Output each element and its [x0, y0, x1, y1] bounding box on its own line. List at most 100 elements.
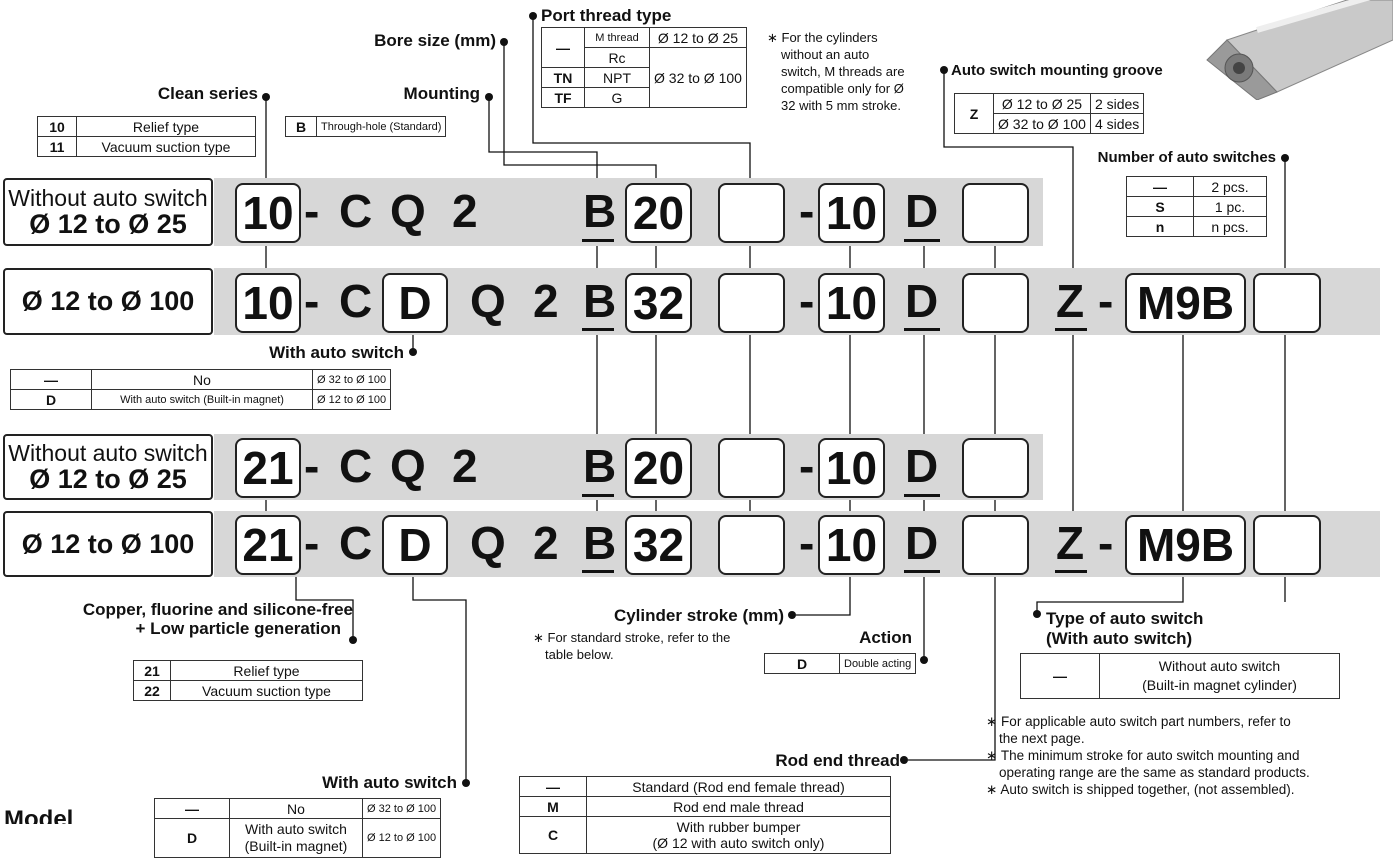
- row-1-port-box: [718, 183, 785, 243]
- row-3-dash: -: [304, 443, 319, 489]
- dot-clean: [262, 93, 270, 101]
- groove-code-z: Z: [955, 94, 994, 134]
- dot-port: [529, 12, 537, 20]
- ws2-range-large: Ø 32 to Ø 100: [363, 799, 441, 819]
- row-3-mount-underline: [582, 494, 614, 497]
- row-2-dash-2: -: [799, 278, 814, 324]
- stroke-note: ∗ For standard stroke, refer to the tabl…: [533, 629, 730, 663]
- row-1-rod-box: [962, 183, 1029, 243]
- num-code-dash: —: [1127, 177, 1194, 197]
- copper-code-21: 21: [134, 661, 171, 681]
- ws1-code-dash: —: [11, 370, 92, 390]
- dot-switch-type: [1033, 610, 1041, 618]
- row-3-label: Without auto switch Ø 12 to Ø 25: [3, 434, 213, 500]
- rod-bumper-line1: With rubber bumper: [591, 819, 886, 835]
- rod-code-m: M: [520, 797, 587, 817]
- copper-desc-21: Relief type: [171, 661, 363, 681]
- ws2-range-full: Ø 12 to Ø 100: [363, 819, 441, 858]
- groove-table: Z Ø 12 to Ø 25 2 sides Ø 32 to Ø 100 4 s…: [954, 93, 1144, 134]
- row-2-label: Ø 12 to Ø 100: [3, 268, 213, 335]
- dot-rod: [900, 756, 908, 764]
- switch-note-3: ∗ The minimum stroke for auto switch mou…: [986, 747, 1391, 764]
- switch-type-table: — Without auto switch (Built-in magnet c…: [1020, 653, 1340, 699]
- row-4-label: Ø 12 to Ø 100: [3, 511, 213, 577]
- num-code-s: S: [1127, 197, 1194, 217]
- dot-stroke: [788, 611, 796, 619]
- row-4-dash-2: -: [799, 520, 814, 566]
- groove-sides-4: 4 sides: [1090, 114, 1143, 134]
- row-1-2: 2: [452, 188, 478, 234]
- row-2-rod-box: [962, 273, 1029, 333]
- port-thread-note: ∗ For the cylinders without an auto swit…: [767, 29, 937, 114]
- port-code-dash: —: [542, 28, 585, 68]
- row-3-prefix-box: 21: [235, 438, 301, 498]
- dot-with-switch-2: [462, 779, 470, 787]
- mount-desc-b: Through-hole (Standard): [317, 117, 446, 137]
- row-3-q: Q: [390, 443, 426, 489]
- rod-bumper: With rubber bumper (Ø 12 with auto switc…: [587, 817, 891, 854]
- row-2-groove: Z: [1056, 278, 1084, 324]
- rod-code-dash: —: [520, 777, 587, 797]
- dot-num: [1281, 154, 1289, 162]
- row-2-switch-box: M9B: [1125, 273, 1246, 333]
- row-1-label: Without auto switch Ø 12 to Ø 25: [3, 178, 213, 246]
- port-note-line-2: without an auto: [767, 46, 937, 63]
- copper-free-title: Copper, fluorine and silicone-free + Low…: [6, 600, 353, 638]
- row-1-prefix-box: 10: [235, 183, 301, 243]
- row-3-label-line2: Ø 12 to Ø 25: [29, 465, 187, 493]
- row-3-c: C: [339, 443, 372, 489]
- num-code-n: n: [1127, 217, 1194, 237]
- groove-sides-2: 2 sides: [1090, 94, 1143, 114]
- row-2-action-underline: [904, 328, 940, 331]
- row-2-action: D: [905, 278, 938, 324]
- row-1-mount-underline: [582, 239, 614, 242]
- groove-title: Auto switch mounting groove: [951, 62, 1163, 79]
- row-4-mount: B: [583, 520, 616, 566]
- row-4-switch-box: M9B: [1125, 515, 1246, 575]
- ws1-code-d: D: [11, 390, 92, 410]
- row-4-switch-d-box: D: [382, 515, 448, 575]
- stroke-title: Cylinder stroke (mm): [614, 606, 784, 626]
- switch-note-4: operating range are the same as standard…: [986, 764, 1391, 781]
- with-switch-2-title: With auto switch: [322, 773, 457, 793]
- action-title: Action: [859, 628, 912, 648]
- footer-partial-heading: Model: [4, 808, 73, 824]
- copper-desc-22: Vacuum suction type: [171, 681, 363, 701]
- row-2-label-text: Ø 12 to Ø 100: [22, 287, 195, 315]
- dot-groove: [940, 66, 948, 74]
- port-g: G: [585, 88, 650, 108]
- rod-standard: Standard (Rod end female thread): [587, 777, 891, 797]
- row-4-dash: -: [304, 520, 319, 566]
- action-desc-d: Double acting: [840, 654, 916, 674]
- row-4-label-text: Ø 12 to Ø 100: [22, 530, 195, 558]
- port-npt: NPT: [585, 68, 650, 88]
- row-1-dash-2: -: [799, 188, 814, 234]
- port-thread-table: — M thread Ø 12 to Ø 25 Rc Ø 32 to Ø 100…: [541, 27, 747, 108]
- row-2-stroke-box: 10: [818, 273, 885, 333]
- num-switches-table: —2 pcs. S1 pc. nn pcs.: [1126, 176, 1267, 237]
- rod-end-title: Rod end thread: [775, 751, 900, 771]
- row-2-q: Q: [470, 278, 506, 324]
- mounting-title: Mounting: [404, 84, 480, 104]
- row-4-bore-box: 32: [625, 515, 692, 575]
- mount-code-b: B: [286, 117, 317, 137]
- num-1pc: 1 pc.: [1194, 197, 1267, 217]
- row-3-port-box: [718, 438, 785, 498]
- row-4-c: C: [339, 520, 372, 566]
- row-1-label-line1: Without auto switch: [8, 186, 207, 210]
- groove-range-large: Ø 32 to Ø 100: [994, 114, 1091, 134]
- num-switches-title: Number of auto switches: [1098, 149, 1276, 166]
- row-3-dash-2: -: [799, 443, 814, 489]
- row-1-label-line2: Ø 12 to Ø 25: [29, 210, 187, 238]
- row-1-action-underline: [904, 239, 940, 242]
- with-switch-1-table: — No Ø 32 to Ø 100 D With auto switch (B…: [10, 369, 391, 410]
- num-npcs: n pcs.: [1194, 217, 1267, 237]
- row-1-bore-box: 20: [625, 183, 692, 243]
- clean-desc-11: Vacuum suction type: [77, 137, 256, 157]
- rod-code-c: C: [520, 817, 587, 854]
- row-1-c: C: [339, 188, 372, 234]
- clean-series-table: 10Relief type 11Vacuum suction type: [37, 116, 256, 157]
